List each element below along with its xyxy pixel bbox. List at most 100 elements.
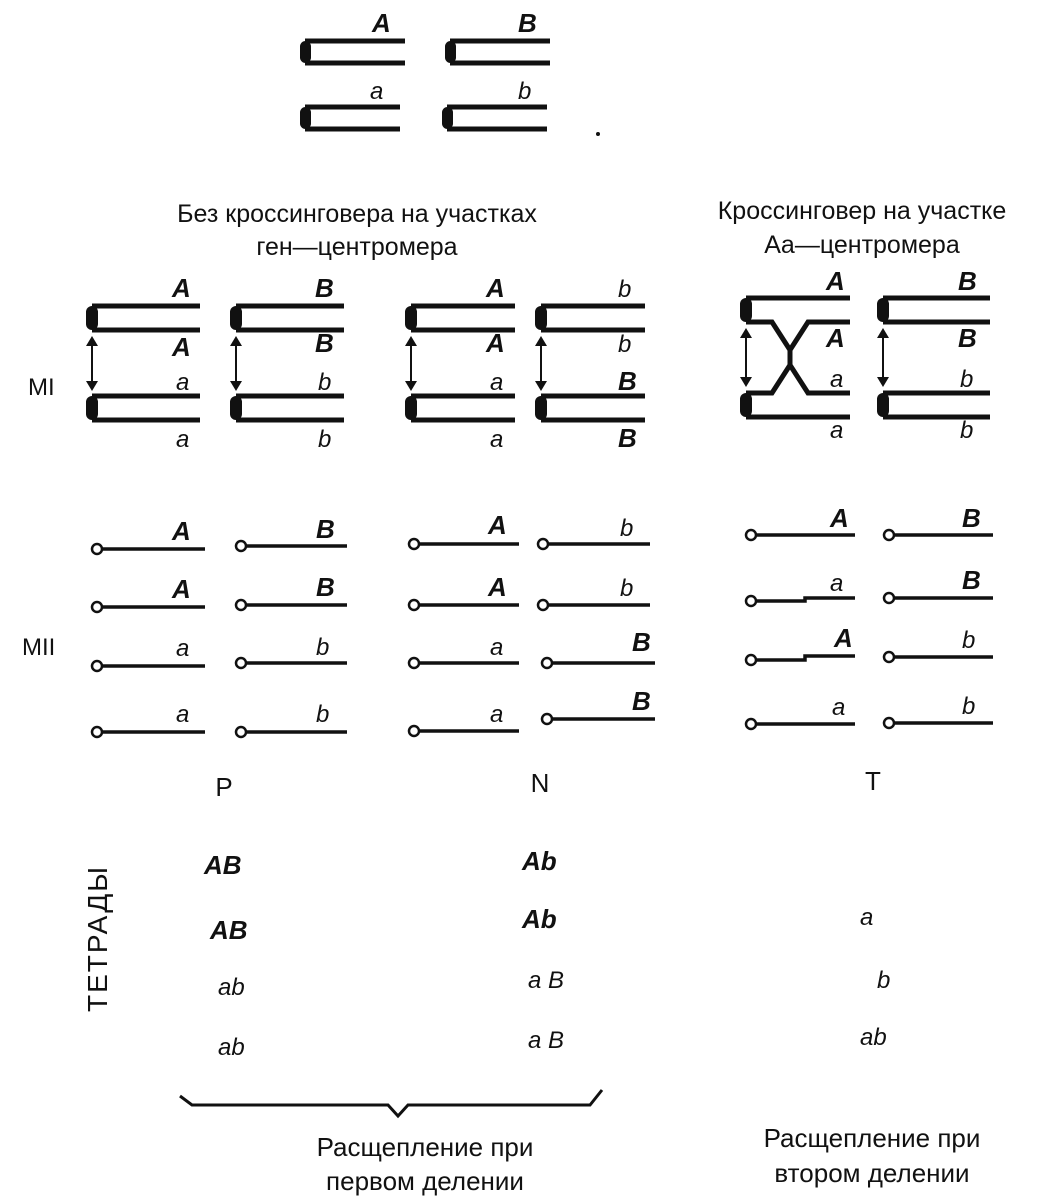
heading-crossover: Кроссинговер на участке Aa—центромера [718,197,1007,259]
mi-p-left-label-4: a [176,426,189,453]
mii-t-right-label-2: B [962,565,981,595]
mi-n-left-chromosomes [405,303,515,423]
mii-t-right-label-4: b [962,693,975,720]
mi-n-left-label-2: A [485,328,505,358]
heading-no-crossover-line1: Без кроссинговера на участках [177,200,537,228]
footer-first-line2: первом делении [326,1166,524,1196]
footer-first-division: Расщепление при первом делении [317,1132,534,1196]
mi-t-right-label-4: b [960,417,973,444]
mii-t-right-label-3: b [962,627,975,654]
mii-n-right-label-4: B [632,686,651,716]
top-gene-b: b [518,78,531,105]
mi-t-right-label-1: B [958,266,977,296]
mi-p-right-chromosomes [230,303,344,423]
footer-second-division: Расщепление при втором делении [764,1123,981,1188]
tetrad-t-1: a [860,904,873,931]
mii-t-left-chromatids [744,528,855,731]
mii-t-left-label-4: a [832,694,845,721]
tetrad-t-2: b [877,967,890,994]
heading-crossover-line2: Aa—центромера [764,231,960,259]
mi-n-right-label-2: b [618,331,631,358]
tetrads-vertical-title: ТЕТРАДЫ [82,865,113,1012]
top-gene-A: A [371,8,391,38]
mi-t-left-crossover-chromosomes [740,295,850,420]
tetrads-n: Ab Ab a B a B [521,846,564,1054]
mii-p-right-label-1: B [316,514,335,544]
tetrad-p-1: AB [203,850,242,880]
tetrads-p: AB AB ab ab [203,850,248,1061]
footer-second-line1: Расщепление при [764,1123,981,1153]
top-chromosome-pairs: A B a b [300,8,600,136]
tetrad-p-4: ab [218,1034,245,1061]
mii-n-right-label-2: b [620,575,633,602]
mi-n-left-label-3: a [490,369,503,396]
mii-p-left-label-1: A [171,516,191,546]
mi-t-right-label-2: B [958,323,977,353]
tetrad-t-3: ab [860,1024,887,1051]
heading-crossover-line1: Кроссинговер на участке [718,197,1007,225]
chromosome-top-lower-right [442,104,547,132]
mii-p-left-label-4: a [176,701,189,728]
mi-n-right-label-1: b [618,276,631,303]
mii-t-left-label-3: A [833,623,853,653]
tetrad-n-1: Ab [521,846,557,876]
tetrad-n-4: a B [528,1027,564,1054]
mii-n-left-label-4: a [490,701,503,728]
first-division-brace [179,1089,604,1119]
heading-no-crossover: Без кроссинговера на участках ген—центро… [177,200,537,261]
mii-p-right-label-2: B [316,572,335,602]
mi-p-right-label-1: B [315,273,334,303]
mi-group-t: A A a a B B b b [740,266,990,444]
mii-t-left-label-2: a [830,570,843,597]
mi-p-right-label-2: B [315,328,334,358]
tetrads-t: a b ab [860,904,890,1051]
mii-p-left-label-2: A [171,574,191,604]
tetrad-n-3: a B [528,967,564,994]
mi-p-left-label-2: A [171,332,191,362]
mi-p-left-label-1: A [171,273,191,303]
mii-n-left-label-3: a [490,634,503,661]
mi-n-right-label-3: B [618,366,637,396]
mii-p-left-chromatids [90,542,205,739]
chromosome-top-upper-left [300,38,405,66]
tetrad-type-p: P [215,772,232,802]
mii-n-right-label-3: B [632,627,651,657]
stage-label-mii: MII [22,634,55,661]
mi-n-right-label-4: B [618,423,637,453]
mii-t-right-label-1: B [962,503,981,533]
mii-n-left-label-1: A [487,510,507,540]
tetrad-p-3: ab [218,974,245,1001]
mii-t-right-chromatids [882,528,993,730]
mi-t-right-label-3: b [960,366,973,393]
mi-group-p: A A a a B B b b [86,273,344,453]
mi-p-right-label-3: b [318,369,331,396]
mii-p-right-chromatids [234,539,347,739]
mii-chromatids [90,528,993,739]
tetrad-type-n: N [531,768,550,798]
heading-no-crossover-line2: ген—центромера [256,233,457,261]
chromosome-top-lower-left [300,104,400,132]
footer-first-line1: Расщепление при [317,1132,534,1162]
stage-label-mi: MI [28,374,55,401]
tetrad-p-2: AB [209,915,248,945]
mii-n-right-chromatids [536,537,655,726]
footer-second-line2: втором делении [774,1158,969,1188]
mii-n-left-label-2: A [487,572,507,602]
top-gene-a: a [370,78,383,105]
mii-p-left-label-3: a [176,635,189,662]
mi-t-left-label-4: a [830,417,843,444]
mii-p-right-label-3: b [316,634,329,661]
mii-labels: A A a a B B b b A A a a b b B B A a A a … [171,503,981,728]
top-gene-B: B [518,8,537,38]
mi-group-n: A A a a b b B B [405,273,645,453]
mi-t-left-label-2: A [825,323,845,353]
chromosome-top-upper-right [445,38,550,66]
mi-p-right-label-4: b [318,426,331,453]
mi-p-left-chromosomes [86,303,200,423]
mii-t-left-label-1: A [829,503,849,533]
mi-p-left-label-3: a [176,369,189,396]
mi-t-left-label-1: A [825,266,845,296]
mi-n-left-label-4: a [490,426,503,453]
tetrad-type-t: T [865,766,881,796]
